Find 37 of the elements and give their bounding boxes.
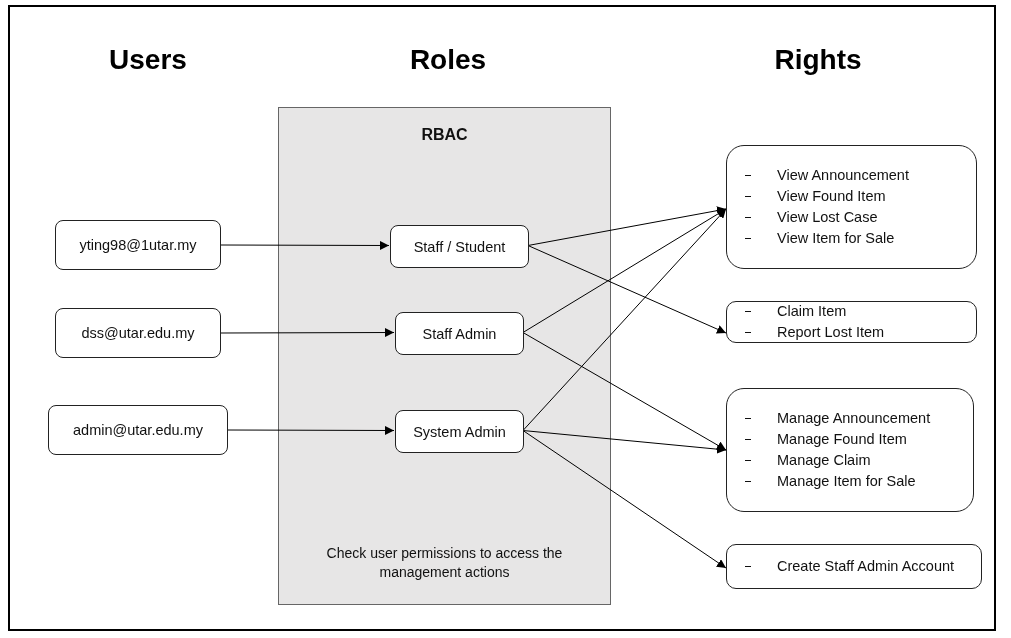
arrow	[220, 328, 395, 338]
user-account-box: admin@utar.edu.my	[48, 405, 228, 455]
arrow	[522, 332, 727, 451]
right-item: View Announcement	[777, 166, 909, 185]
arrow	[527, 245, 727, 334]
role-box: System Admin	[395, 410, 524, 453]
user-account-box: yting98@1utar.my	[55, 220, 221, 270]
column-heading: Rights	[774, 44, 862, 76]
rights-list-box	[726, 544, 982, 589]
column-heading: Users	[109, 44, 187, 76]
right-item: Manage Found Item	[777, 430, 907, 449]
arrow	[220, 240, 390, 250]
rbac-panel	[278, 107, 611, 605]
right-item: View Lost Case	[777, 208, 878, 227]
panel-note: Check user permissions to access the management actions	[325, 544, 564, 582]
right-item: View Found Item	[777, 187, 886, 206]
right-item: Create Staff Admin Account	[777, 557, 955, 576]
right-item: Report Lost Item	[777, 323, 885, 342]
right-item: Claim Item	[777, 302, 847, 321]
right-item: Manage Announcement	[777, 409, 931, 428]
column-heading: Roles	[409, 44, 487, 76]
arrow	[522, 208, 727, 431]
right-item: Manage Claim	[777, 451, 871, 470]
panel-title: RBAC	[420, 126, 469, 144]
arrow	[522, 430, 727, 454]
rights-list-box	[726, 145, 977, 269]
user-account-box: dss@utar.edu.my	[55, 308, 221, 358]
role-box: Staff / Student	[390, 225, 529, 268]
right-item: Manage Item for Sale	[777, 472, 916, 491]
right-item: View Item for Sale	[777, 229, 895, 248]
arrow	[522, 208, 727, 333]
arrow	[227, 425, 395, 435]
rights-list-box	[726, 388, 974, 512]
role-box: Staff Admin	[395, 312, 524, 355]
arrow	[527, 206, 727, 246]
rights-list-box	[726, 301, 977, 343]
arrow	[522, 430, 727, 569]
